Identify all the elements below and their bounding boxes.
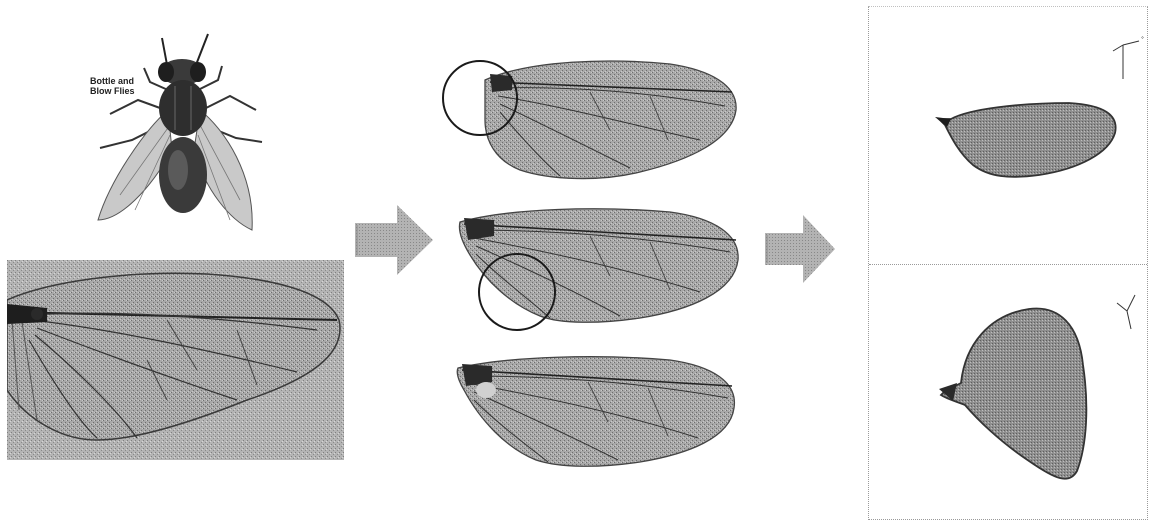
wing-membrane-shape-top	[939, 103, 1116, 177]
render-panel-bottom	[869, 265, 1147, 519]
wing-photo	[7, 260, 344, 460]
fly-label-line1: Bottle and	[90, 76, 135, 86]
render-panel-top: °	[869, 7, 1147, 264]
arrow-right-icon	[355, 205, 435, 275]
fly-icon	[90, 30, 270, 245]
wing-variant-1	[440, 40, 745, 185]
fly-image: Bottle and Blow Flies	[90, 30, 270, 245]
fly-label-line2: Blow Flies	[90, 86, 135, 96]
wing-variant-2	[450, 200, 750, 340]
svg-text:°: °	[1141, 36, 1144, 43]
wing-variant-3	[450, 350, 750, 480]
wing-membrane-shape-bottom	[941, 308, 1086, 478]
render-frame: °	[868, 6, 1148, 520]
arrow-right-icon	[765, 215, 837, 283]
axis-gizmo-icon	[1117, 295, 1135, 329]
axis-gizmo-icon: °	[1113, 36, 1144, 79]
